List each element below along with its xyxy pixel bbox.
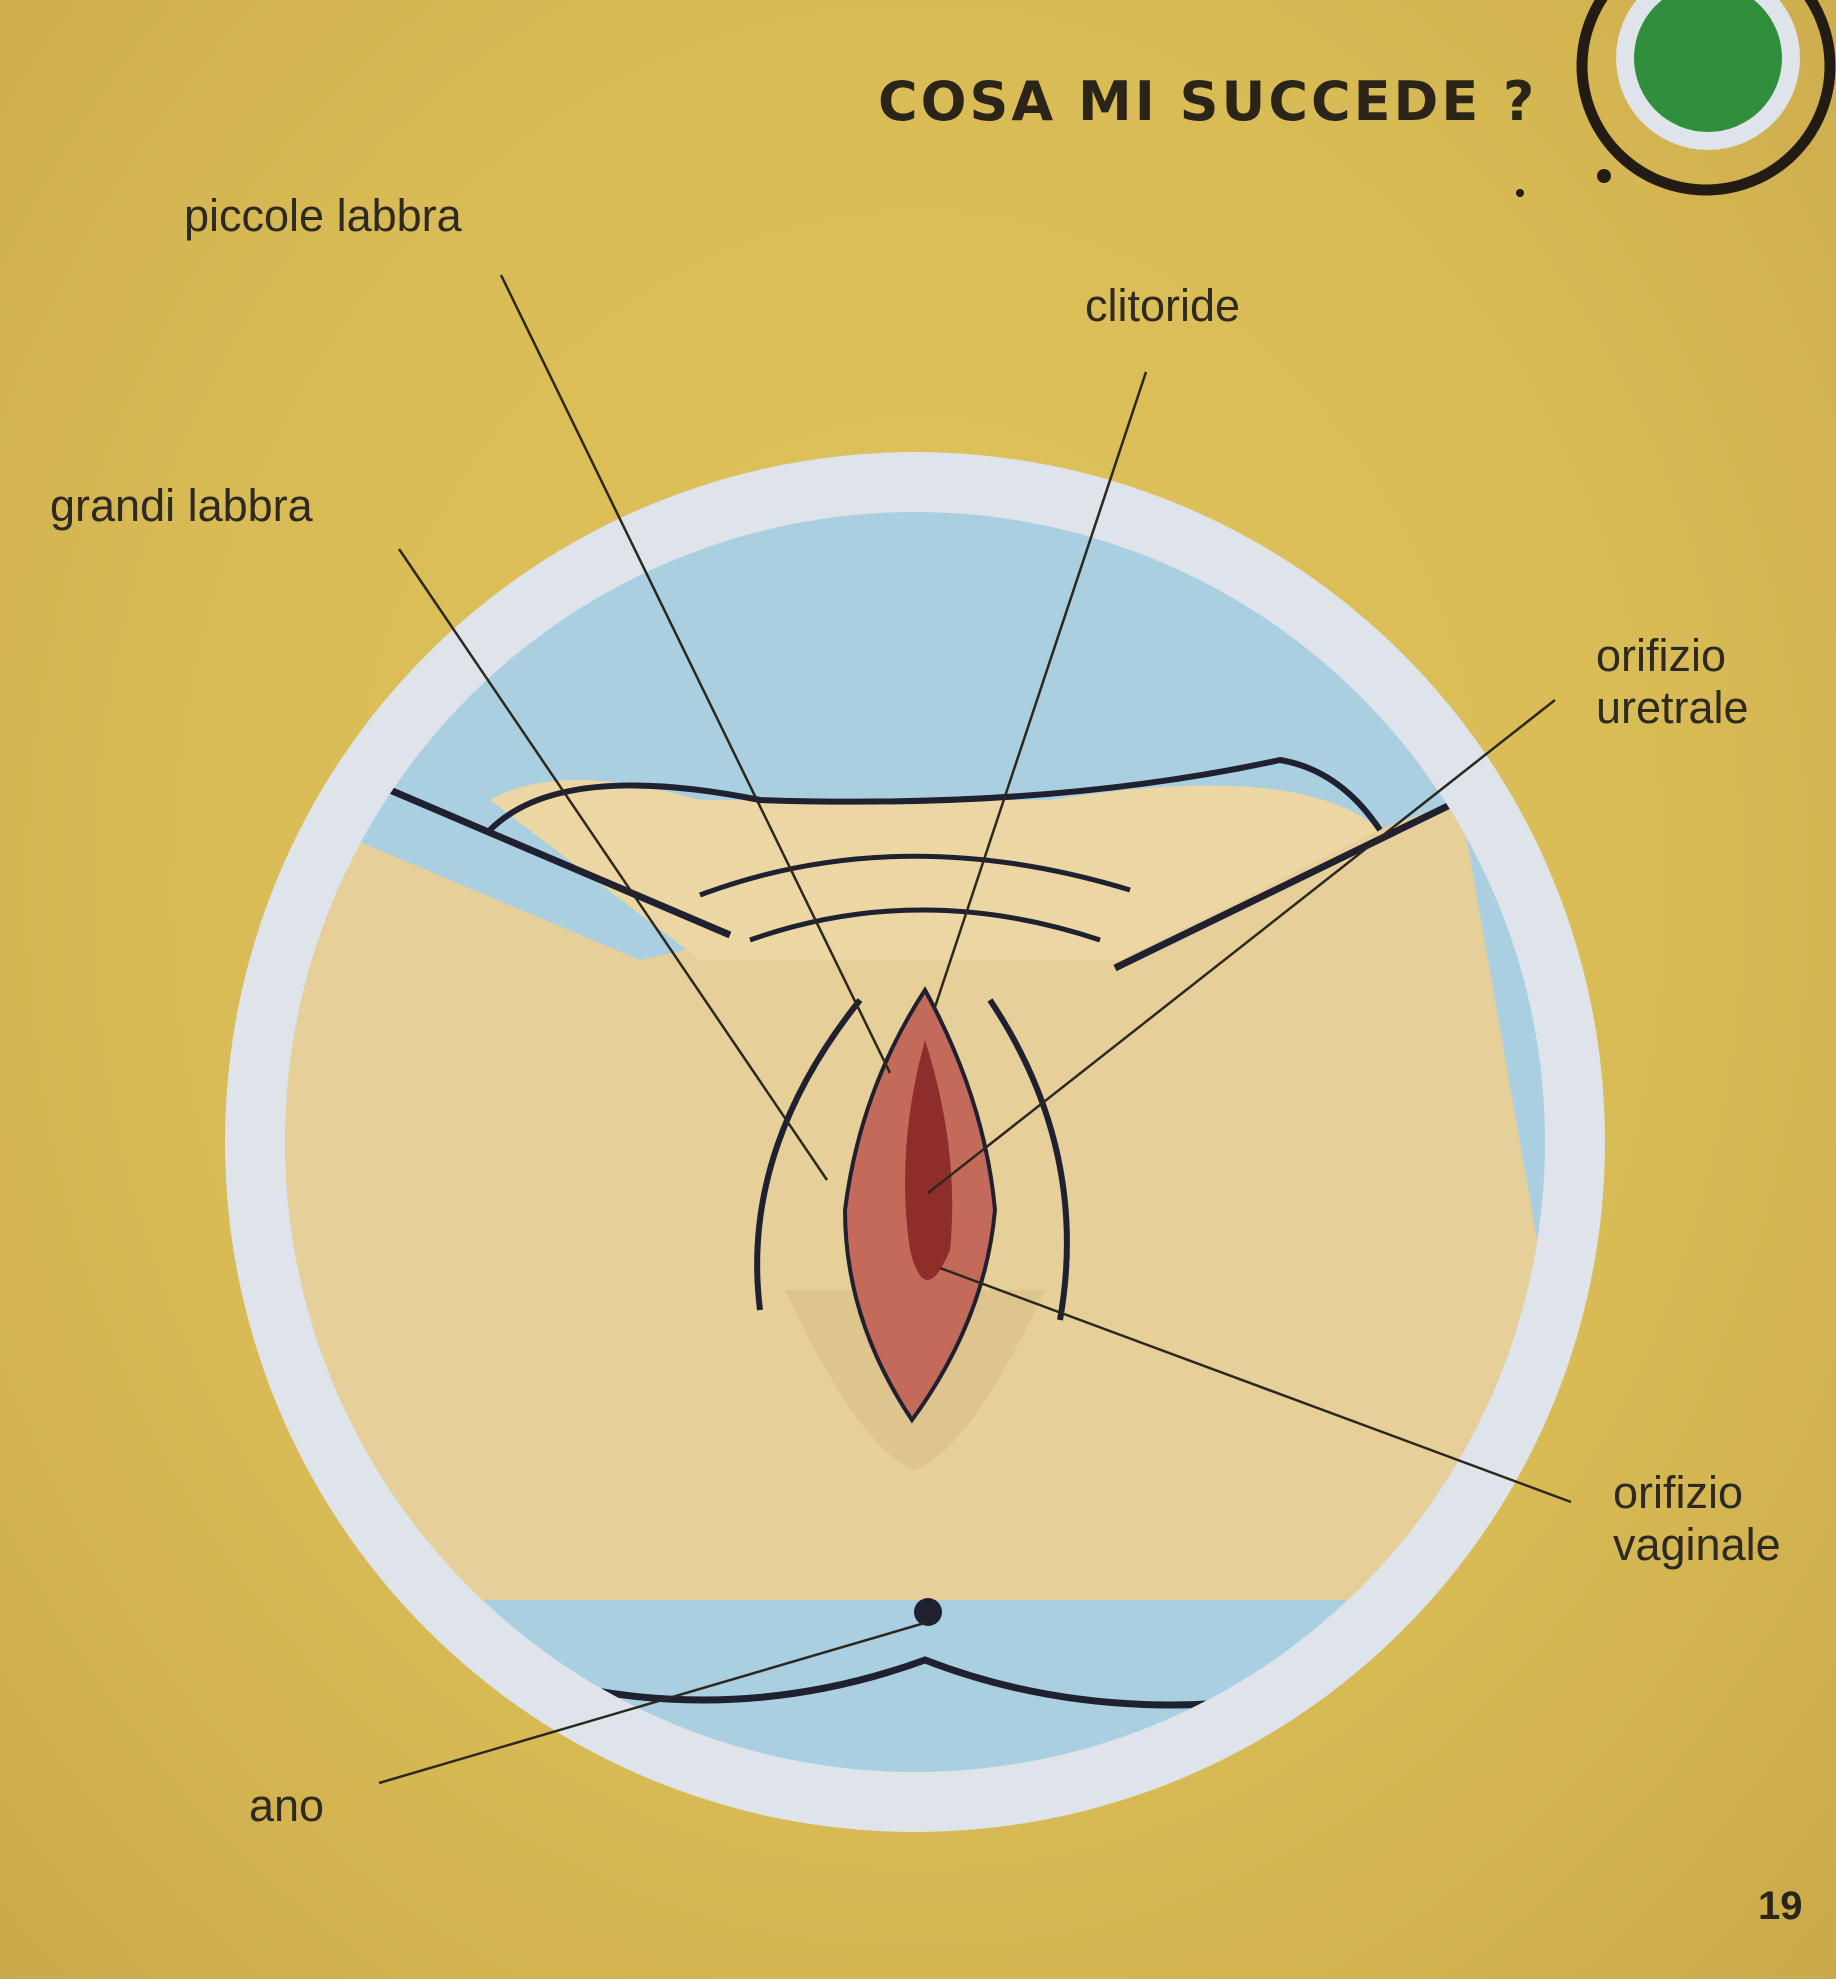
label-orifizio-vaginale: orifizio vaginale [1613,1467,1781,1571]
leader-grandi-labbra [397,548,829,1181]
label-line: uretrale [1596,682,1749,733]
anus-mark [914,1598,942,1626]
label-clitoride: clitoride [1085,280,1241,331]
label-piccole-labbra: piccole labbra [184,190,462,241]
page-title: COSA MI SUCCEDE ? [878,70,1538,133]
leader-lines [378,274,1572,1785]
label-ano: ano [249,1780,325,1831]
leader-ano [378,1620,929,1785]
label-line: orifizio [1613,1467,1744,1518]
leader-piccole-labbra [499,274,892,1074]
body-illustration [285,756,1545,1760]
leader-orifizio-uretrale [927,699,1556,1194]
page-number: 19 [1758,1884,1803,1928]
label-grandi-labbra: grandi labbra [50,480,313,531]
leader-orifizio-vaginale [939,1266,1572,1504]
section-badge-icon [1516,0,1836,197]
label-line: orifizio [1596,630,1727,681]
label-orifizio-uretrale: orifizio uretrale [1596,630,1749,734]
label-line: vaginale [1613,1519,1781,1570]
leader-clitoride [932,371,1148,1011]
